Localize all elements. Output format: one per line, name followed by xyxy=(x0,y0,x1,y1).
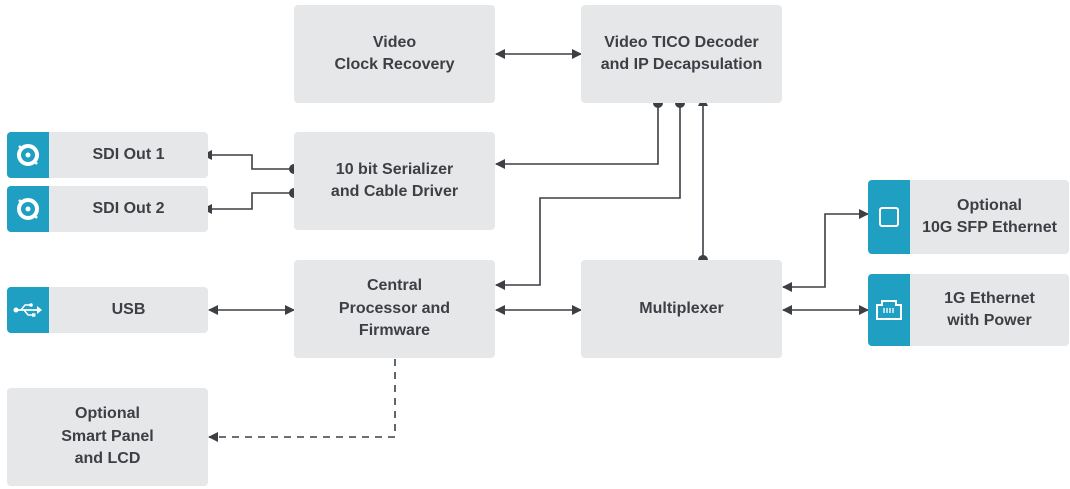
block-label: Video Clock Recovery xyxy=(334,33,455,73)
link-tico-serializer xyxy=(495,103,659,169)
bnc-connector-icon xyxy=(7,132,49,178)
block-serializer: 10 bit Serializer and Cable Driver xyxy=(294,132,495,230)
port-label: USB xyxy=(111,300,146,318)
block-tico-decoder: Video TICO Decoder and IP Decapsulation xyxy=(581,5,782,103)
port-label: 1G Ethernet with Power xyxy=(944,289,1035,329)
port-label: SDI Out 2 xyxy=(92,199,165,217)
usb-icon xyxy=(7,287,49,333)
block-central-processor: Central Processor and Firmware xyxy=(294,260,495,358)
port-sfp-ethernet: Optional 10G SFP Ethernet xyxy=(868,180,1069,254)
sfp-port-icon xyxy=(868,180,910,254)
block-video-clock-recovery: Video Clock Recovery xyxy=(294,5,495,103)
link-multiplexer-sfp xyxy=(782,209,869,292)
link-serializer-sdi-out-1 xyxy=(202,150,294,170)
block-label: Multiplexer xyxy=(639,299,724,317)
bnc-connector-icon xyxy=(7,186,49,232)
port-usb: USB xyxy=(7,287,208,333)
link-tico-central-processor xyxy=(495,103,681,290)
port-ethernet: 1G Ethernet with Power xyxy=(868,274,1069,346)
link-serializer-sdi-out-2 xyxy=(202,192,294,214)
ethernet-port-icon xyxy=(868,274,910,346)
block-smart-panel: Optional Smart Panel and LCD xyxy=(7,388,208,486)
link-central-processor-smart-panel xyxy=(208,359,396,442)
block-label: Video TICO Decoder and IP Decapsulation xyxy=(600,33,763,73)
port-label: Optional 10G SFP Ethernet xyxy=(922,196,1057,236)
block-label: Central Processor and Firmware xyxy=(338,277,451,340)
block-label: 10 bit Serializer and Cable Driver xyxy=(330,160,459,200)
block-label: Optional Smart Panel and LCD xyxy=(61,405,154,468)
port-sdi-out-1: SDI Out 1 xyxy=(7,132,208,178)
port-sdi-out-2: SDI Out 2 xyxy=(7,186,208,232)
block-multiplexer: Multiplexer xyxy=(581,260,782,358)
port-label: SDI Out 1 xyxy=(92,145,165,163)
